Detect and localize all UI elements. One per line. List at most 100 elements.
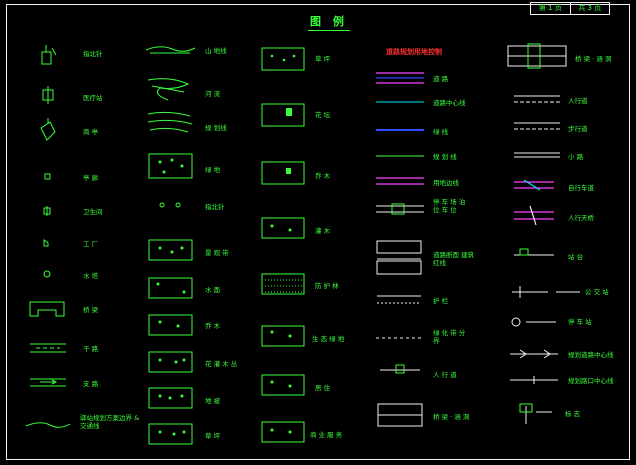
legend-label: 自行车道 [568, 184, 594, 192]
bridge-culvert-icon [377, 403, 423, 427]
footbridge-icon [514, 205, 554, 226]
legend-label: 水 塔 [83, 272, 99, 280]
legend-label: 指北针 [205, 203, 225, 211]
compass-tree-icon [159, 202, 181, 208]
shrub-symbol-box [261, 217, 305, 239]
water-tower-symbol-icon [43, 270, 51, 278]
shelter-belt-box [261, 273, 305, 295]
legend-label: 生 态 绿 地 [312, 335, 345, 343]
bike-lane-icon [514, 179, 554, 191]
legend-label: 人行天桥 [568, 214, 594, 222]
lawn-box [148, 423, 193, 445]
legend-label: 站 台 [568, 253, 584, 261]
footpath-icon [514, 122, 560, 130]
legend-label: 防 护 林 [315, 282, 339, 290]
legend-label: 公 交 站 [585, 288, 609, 296]
bus-stop-icon [512, 286, 580, 298]
legend-label: 草 坪 [205, 432, 221, 440]
legend-label: 道 路 [433, 75, 449, 83]
legend-label: 卫生间 [83, 208, 103, 216]
legend-label: 草 坪 [315, 55, 331, 63]
legend-label: 绿 化 带 分 界 [433, 329, 466, 345]
plan-line-icon [147, 111, 193, 133]
total-label: 共 3 页 [569, 3, 610, 14]
legend-label: 河 流 [205, 90, 221, 98]
legend-label: 道路断面 建筑红线 [433, 251, 475, 267]
kiosk-symbol-icon [40, 118, 56, 141]
legend-label: 驿站规划方案边界 & 交通线 [80, 414, 140, 430]
compass-symbol-icon [41, 45, 57, 65]
legend-label: 桥 梁 [83, 306, 99, 314]
lawn-symbol-box [261, 47, 305, 71]
shrub-box [148, 351, 193, 373]
legend-label: 花 坛 [315, 111, 331, 119]
legend-label: 规划路口中心线 [568, 377, 614, 385]
planned-junction-icon [510, 376, 558, 384]
sheet-label: 第 1 页 [538, 4, 562, 12]
legend-label: 灌 木 [315, 227, 331, 235]
sign-icon [519, 403, 552, 424]
water-surface-box [148, 277, 193, 299]
legend-label: 规 划 线 [433, 153, 457, 161]
legend-label: 干 路 [83, 345, 99, 353]
page-number-box: 第 1 页 共 3 页 [530, 2, 610, 15]
residential-box [261, 374, 305, 396]
boundary-line-symbol-icon [25, 422, 71, 428]
drawing-frame [6, 4, 630, 460]
pavilion-symbol-icon [44, 173, 51, 180]
legend-label: 绿 地 [205, 166, 221, 174]
legend-label: 步行道 [568, 125, 588, 133]
mountain-line-icon [145, 46, 196, 54]
legend-label: 商 亭 [83, 128, 99, 136]
legend-label: 道路中心线 [433, 99, 466, 107]
legend-label: 景 观 带 [205, 249, 229, 257]
legend-label: 规 划线 [205, 124, 227, 132]
legend-label: 商 业 服 务 [310, 431, 343, 439]
walkway-icon [514, 95, 560, 103]
legend-label: 护 栏 [433, 297, 449, 305]
legend-label: 乔 木 [315, 172, 331, 180]
legend-label: 指北针 [83, 50, 103, 58]
legend-label: 工 厂 [83, 240, 99, 248]
landscape-box [148, 239, 193, 261]
legend-label: 小 路 [568, 153, 584, 161]
legend-label: 停 车 站 [568, 318, 592, 326]
tree-box [148, 314, 193, 336]
legend-label: 绿 线 [433, 128, 449, 136]
main-road-symbol-icon [30, 343, 66, 353]
river-icon [147, 78, 190, 101]
factory-symbol-icon [43, 239, 49, 247]
toilet-symbol-icon [43, 206, 51, 216]
clinic-symbol-icon [42, 86, 54, 104]
bridge-symbol-icon [29, 301, 65, 317]
legend-label: 支 路 [83, 380, 99, 388]
legend-label: 亭 廊 [83, 174, 99, 182]
parking-stop-icon [511, 317, 556, 327]
road-line-icon [376, 72, 424, 84]
branch-road-symbol-icon [30, 378, 66, 387]
legend-label: 停 车 场 泊位 车 位 [433, 198, 466, 214]
legend-label: 医疗站 [83, 94, 103, 102]
legend-label: 花 灌 木 丛 [205, 360, 238, 368]
planned-centerline-icon [510, 349, 558, 359]
parking-symbol-icon [376, 203, 424, 215]
flower-bed-box [261, 103, 305, 127]
platform-icon [514, 248, 554, 256]
ground-cover-box [148, 387, 193, 409]
red-section-title: 道路规划用地控制 [386, 48, 442, 56]
legend-label: 人行道 [568, 97, 588, 105]
guardrail-icon [377, 295, 421, 304]
eco-green-box [261, 325, 305, 347]
road-section-icon [376, 240, 422, 275]
legend-label: 山 地线 [205, 47, 227, 55]
legend-label: 用地边线 [433, 179, 459, 187]
legend-label: 居 住 [315, 384, 331, 392]
legend-label: 地 被 [205, 397, 221, 405]
commercial-box [261, 421, 305, 443]
bridge-culvert-symbol-icon [507, 43, 567, 69]
sidewalk-icon [380, 364, 420, 374]
green-land-box [148, 153, 193, 179]
legend-label: 桥 梁 · 涵 洞 [575, 55, 612, 63]
legend-label: 人 行 道 [433, 371, 457, 379]
